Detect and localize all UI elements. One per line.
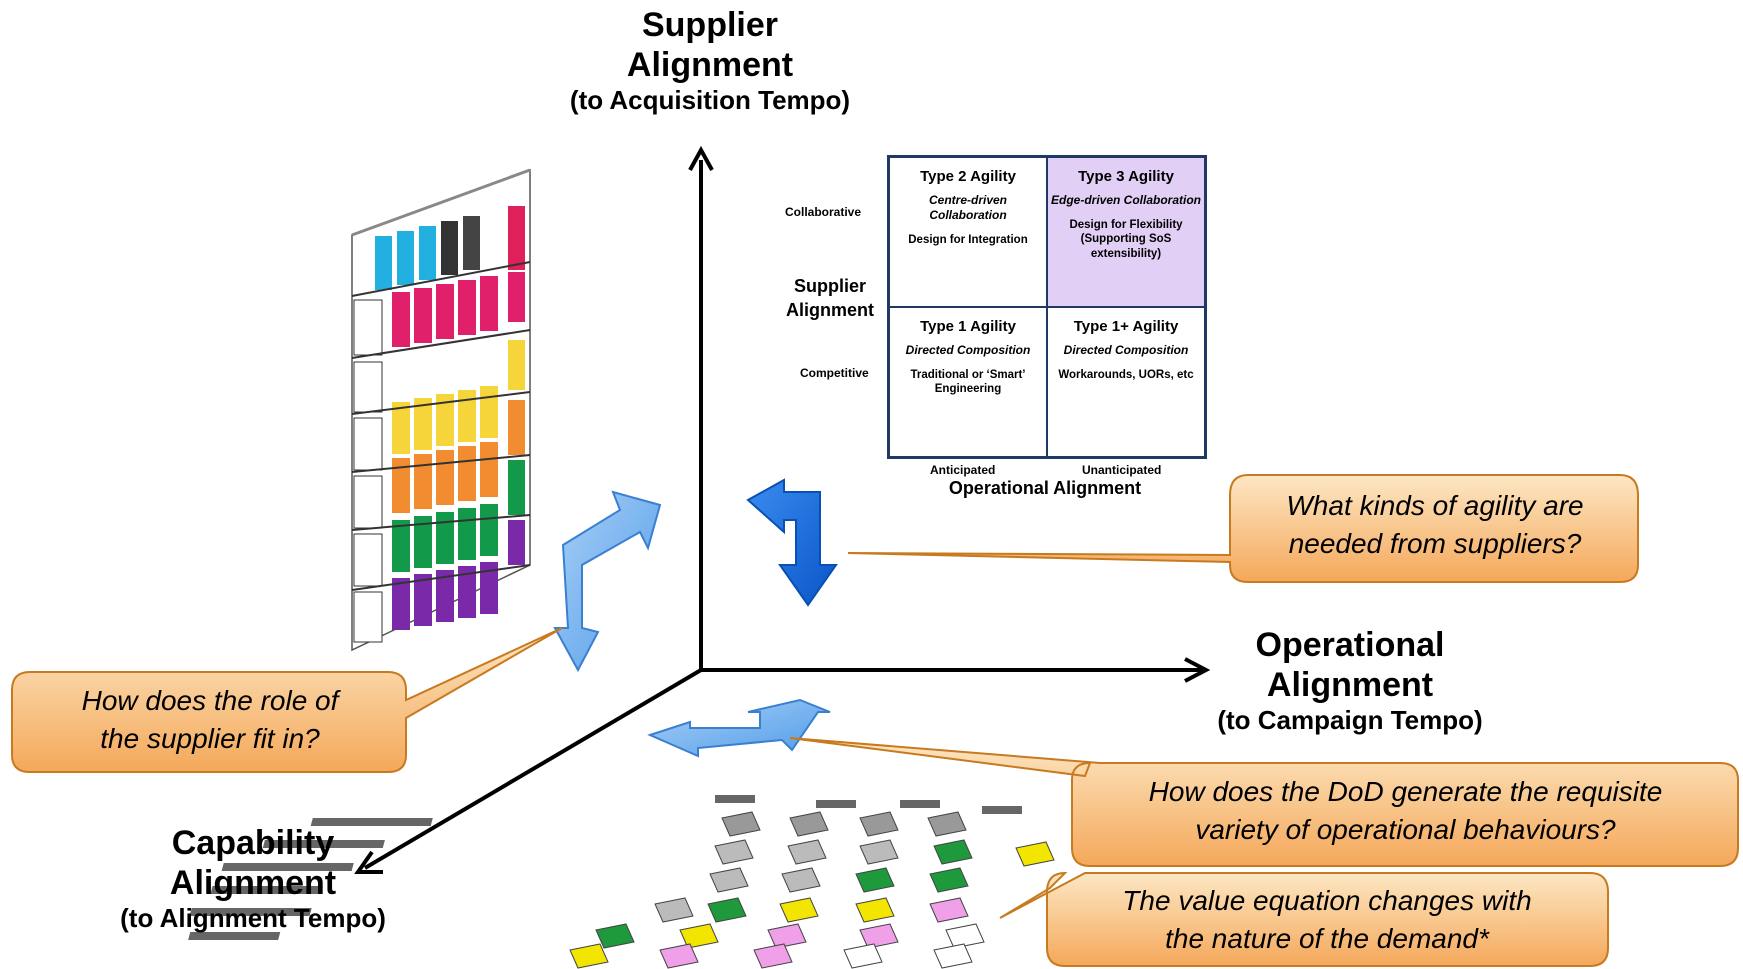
cell-desc: Workarounds, UORs, etc — [1058, 368, 1194, 381]
capability-axis-title: Capability — [171, 824, 335, 862]
callout-role-text: How does the role of the supplier fit in… — [20, 682, 400, 758]
matrix-y-axis-label: Supplier Alignment — [770, 274, 890, 323]
supplier-axis-label: Supplier Alignment (to Acquisition Tempo… — [560, 5, 860, 116]
operational-axis-title2: Alignment — [1266, 666, 1434, 705]
capability-axis-label: Capability Alignment (to Alignment Tempo… — [78, 823, 428, 934]
callout-dod-line2: variety of operational behaviours? — [1195, 813, 1616, 845]
dark-blue-arrow-icon — [746, 478, 838, 607]
callout-value-line2: the nature of the demand* — [1165, 922, 1489, 954]
matrix-cell-type2: Type 2 Agility Centre-driven Collaborati… — [889, 157, 1047, 307]
callout-value-line1: The value equation changes with — [1122, 885, 1532, 916]
callout-suppliers-text: What kinds of agility are needed from su… — [1240, 487, 1630, 563]
capability-axis-subtitle: (to Alignment Tempo) — [120, 903, 386, 934]
cell-desc: Design for Integration — [908, 233, 1028, 246]
cell-title: Type 1+ Agility — [1073, 318, 1179, 335]
callout-role-line2: the supplier fit in? — [100, 722, 320, 754]
callout-role-bubble — [11, 627, 563, 773]
matrix-cell-type3: Type 3 Agility Edge-driven Collaboration… — [1047, 157, 1205, 307]
light-blue-arrow-icon-vertical — [553, 490, 662, 673]
matrix-col-left-label: Anticipated — [930, 463, 996, 477]
callout-value-bubble — [999, 871, 1609, 967]
matrix-col-right-label: Unanticipated — [1082, 463, 1162, 477]
supplier-axis-title: Supplier — [641, 6, 779, 44]
callout-suppliers-bubble — [847, 474, 1639, 583]
callout-role-line1: How does the role of — [81, 685, 339, 716]
matrix-y-axis-label-line1: Supplier — [793, 276, 866, 296]
supplier-axis-title2: Alignment — [626, 46, 794, 85]
callout-suppliers-line2: needed from suppliers? — [1288, 527, 1582, 559]
light-blue-arrow-icon-floor — [647, 698, 831, 758]
capability-floor-image — [188, 795, 1055, 969]
cell-title: Type 2 Agility — [920, 168, 1016, 185]
cell-title: Type 3 Agility — [1078, 168, 1174, 185]
callout-dod-text: How does the DoD generate the requisite … — [1078, 773, 1733, 849]
capability-axis — [363, 668, 703, 870]
cell-title: Type 1 Agility — [920, 318, 1016, 335]
matrix-cell-type1: Type 1 Agility Directed Composition Trad… — [889, 307, 1047, 457]
cell-italic: Centre-driven Collaboration — [928, 192, 1008, 222]
matrix-x-axis-label: Operational Alignment — [948, 478, 1142, 498]
callout-suppliers-line1: What kinds of agility are — [1286, 490, 1584, 521]
matrix-cell-type1plus: Type 1+ Agility Directed Composition Wor… — [1047, 307, 1205, 457]
supplier-axis-subtitle: (to Acquisition Tempo) — [569, 85, 851, 116]
matrix-y-axis-label-line2: Alignment — [786, 300, 874, 321]
cell-desc: Traditional or ‘Smart’ Engineering — [910, 368, 1026, 396]
cell-italic: Directed Composition — [905, 342, 1031, 357]
operational-axis-title: Operational — [1255, 626, 1445, 664]
callout-dod-line1: How does the DoD generate the requisite — [1148, 776, 1663, 807]
cell-desc: Design for Flexibility (Supporting SoS e… — [1069, 218, 1183, 260]
matrix-row-bottom-label: Competitive — [800, 366, 869, 380]
cell-italic: Directed Composition — [1063, 342, 1189, 357]
cell-italic: Edge-driven Collaboration — [1050, 192, 1201, 207]
agility-matrix: Type 2 Agility Centre-driven Collaborati… — [887, 155, 1207, 459]
axes — [354, 145, 1211, 874]
operational-axis-subtitle: (to Campaign Tempo) — [1217, 705, 1483, 736]
matrix-row-top-label: Collaborative — [785, 205, 862, 219]
capability-axis-title2: Alignment — [169, 864, 337, 903]
callout-dod-bubble — [789, 737, 1739, 867]
operational-axis-label: Operational Alignment (to Campaign Tempo… — [1165, 625, 1535, 736]
supplier-board-image — [351, 168, 531, 652]
callout-value-text: The value equation changes with the natu… — [1052, 882, 1602, 958]
